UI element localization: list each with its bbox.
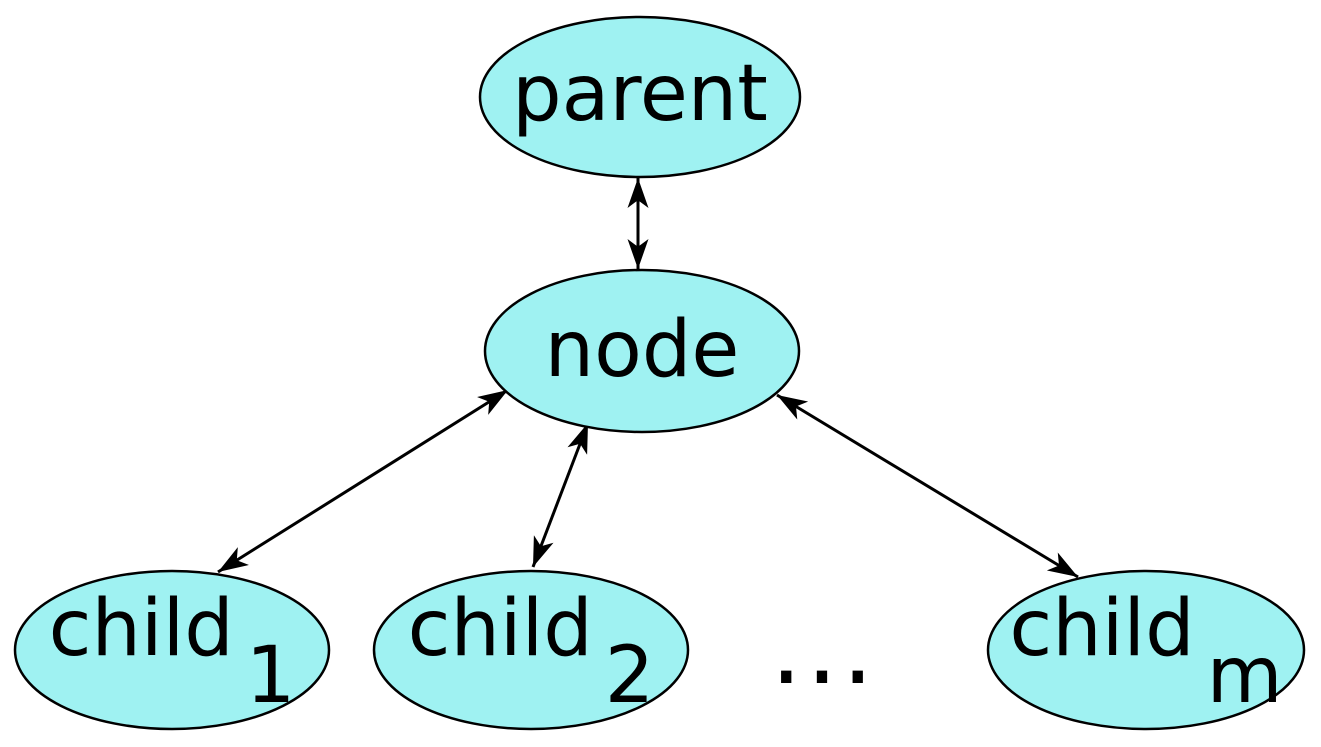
node-parent: parent <box>478 15 802 179</box>
node-childm-subscript: m <box>1207 631 1283 721</box>
children-ellipsis: ... <box>770 590 877 707</box>
node-child2-subscript: 2 <box>605 631 655 721</box>
node-child2-ellipse <box>372 569 690 731</box>
node-child1-subscript: 1 <box>246 631 296 721</box>
node-parent-label: parent <box>512 49 768 139</box>
node-child2-label: child2 <box>408 584 655 721</box>
node-childm-label: childm <box>1009 584 1282 721</box>
node-childm-ellipse <box>986 569 1306 731</box>
node-node-ellipse <box>483 268 801 434</box>
node-child1-label: child1 <box>49 584 296 721</box>
node-child2: child2 <box>372 569 690 731</box>
node-childm: childm <box>986 569 1306 731</box>
edge-node-child2 <box>531 422 590 568</box>
node-child1: child1 <box>13 569 331 731</box>
node-child1-ellipse <box>13 569 331 731</box>
edge-node-childm <box>776 393 1079 579</box>
edge-node-child1 <box>217 388 509 574</box>
node-parent-ellipse <box>478 15 802 179</box>
edges <box>217 178 1079 579</box>
node-node-label: node <box>545 305 740 395</box>
node-node: node <box>483 268 801 434</box>
